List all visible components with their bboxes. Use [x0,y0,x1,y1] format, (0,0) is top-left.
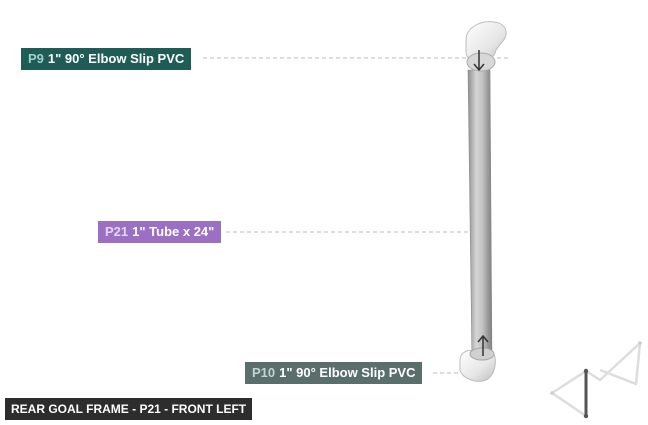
callout-p21-name: 1" Tube x 24" [132,224,215,239]
elbow-p9[interactable] [465,21,507,72]
elbow-p10[interactable] [459,347,496,382]
callout-p9-name: 1" 90° Elbow Slip PVC [47,51,185,66]
arrow-down-icon [473,50,485,72]
callout-p9-code: P9 [28,51,44,66]
frame-view-label: REAR GOAL FRAME - P21 - FRONT LEFT [5,398,253,420]
callout-p10-name: 1" 90° Elbow Slip PVC [279,365,416,380]
callout-p10-code: P10 [252,365,276,380]
callout-p21-code: P21 [105,224,129,239]
tube-p21[interactable] [467,69,493,363]
arrow-up-icon [477,334,489,356]
frame-orientation-icon[interactable] [550,341,642,419]
